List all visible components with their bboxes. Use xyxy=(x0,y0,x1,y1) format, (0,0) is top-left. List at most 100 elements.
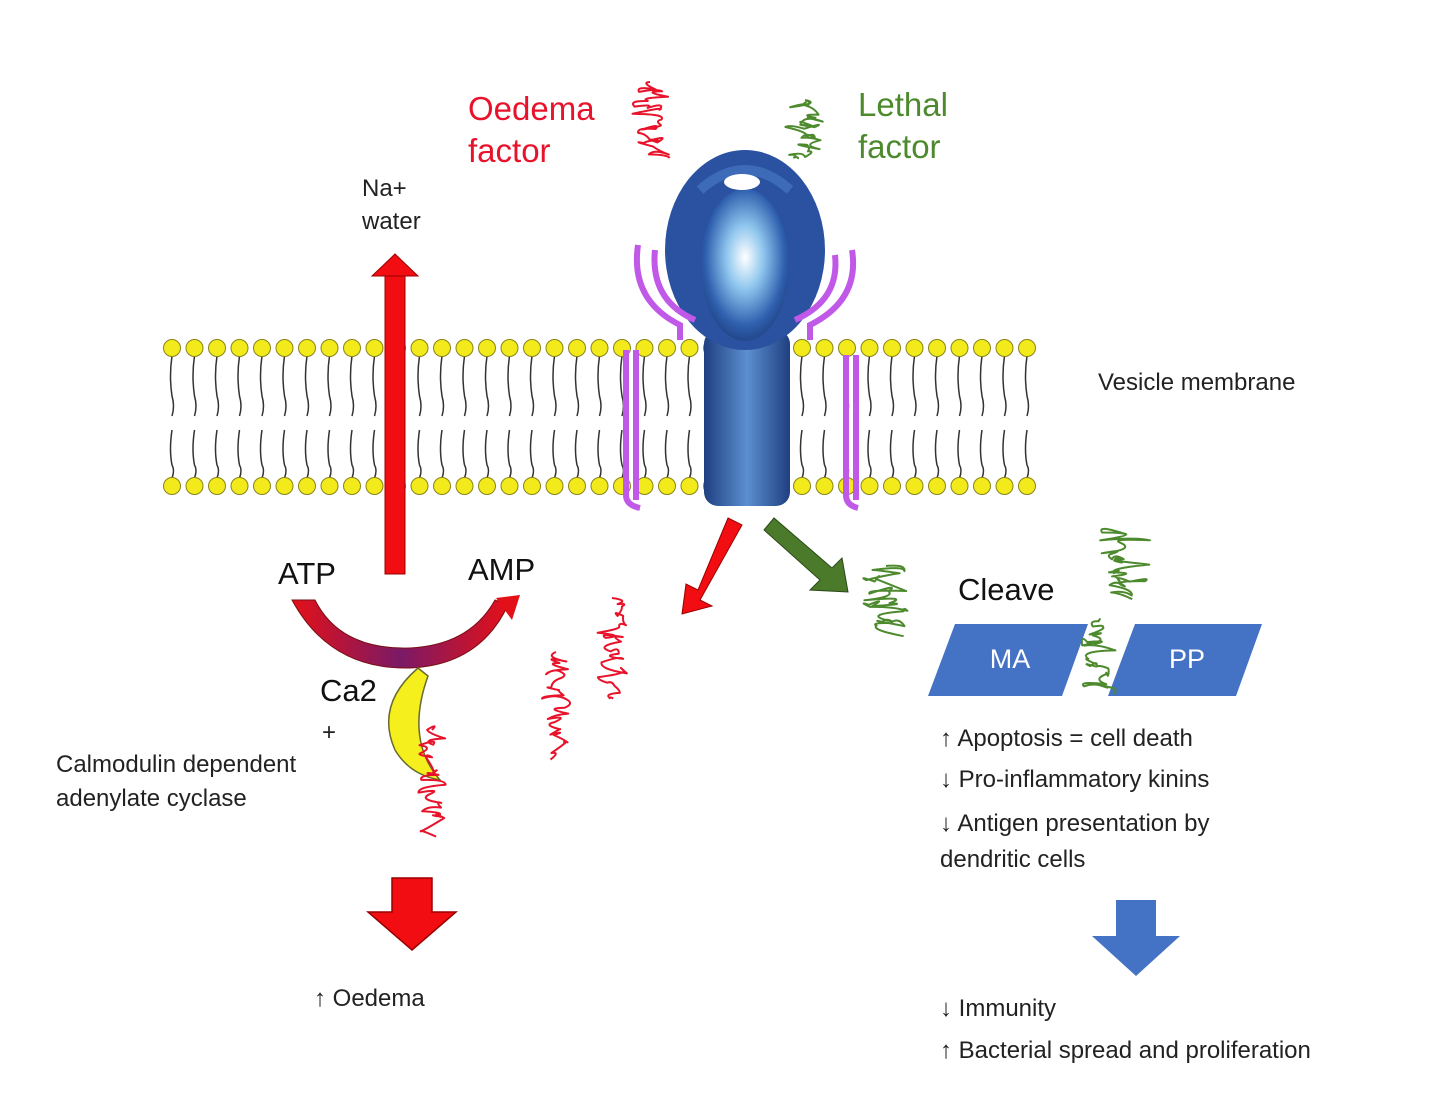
lipid-tail-upper xyxy=(957,355,962,417)
effect-apoptosis: ↑ Apoptosis = cell death xyxy=(940,725,1193,752)
lipid-head-inner xyxy=(658,477,676,495)
lipid-head-outer xyxy=(680,339,699,357)
lipid-tail-upper xyxy=(552,355,557,417)
lipid-head-outer xyxy=(635,339,654,357)
oedema-factor-chain xyxy=(631,81,671,159)
receptor-right-stalk-a xyxy=(843,355,859,511)
lipid-head-inner xyxy=(478,477,496,495)
lipid-tail-lower xyxy=(1024,429,1030,479)
effect-antigen-presentation: ↓ Antigen presentation by dendritic cell… xyxy=(940,810,1210,873)
atp-to-amp-conversion-arrow xyxy=(291,595,520,669)
lipid-head-outer xyxy=(208,339,226,357)
immunity-outcome-arrow xyxy=(1092,900,1180,976)
lipid-tail-lower xyxy=(799,429,805,479)
plus-label: + xyxy=(322,719,337,746)
receptor-right-outer xyxy=(807,249,857,340)
lipid-head-inner xyxy=(905,477,924,495)
toxin-protein-chains xyxy=(417,81,1151,838)
lipid-tail-lower xyxy=(529,429,535,479)
lipid-tail-lower xyxy=(372,429,377,479)
pore-cap-core xyxy=(701,189,789,341)
lipid-tail-upper xyxy=(304,355,310,417)
lipid-head-outer xyxy=(545,339,564,357)
lipid-tail-upper xyxy=(1002,355,1007,417)
lipid-tail-lower xyxy=(642,429,647,479)
lipid-head-outer xyxy=(343,339,361,357)
lipid-tail-lower xyxy=(462,429,467,479)
lipid-head-outer xyxy=(568,339,586,357)
lipid-head-inner xyxy=(523,477,541,495)
na-water-label: Na+ water xyxy=(362,175,421,235)
lipid-head-inner xyxy=(230,477,249,495)
vesicle-membrane-bilayer xyxy=(163,339,1036,495)
receptor-right-inner xyxy=(793,254,839,323)
lipid-tail-upper xyxy=(417,355,422,417)
lipid-head-outer xyxy=(905,339,924,357)
lipid-head-outer xyxy=(523,339,541,357)
lipid-head-outer xyxy=(298,339,316,357)
lethal-factor-chain-released xyxy=(862,564,909,638)
lipid-tail-upper xyxy=(867,355,872,417)
lipid-head-outer xyxy=(995,339,1014,357)
lipid-head-outer xyxy=(320,339,339,357)
lipid-tail-lower xyxy=(664,429,670,479)
lipid-tail-upper xyxy=(214,355,220,417)
lipid-head-outer xyxy=(163,339,181,357)
lipid-head-inner xyxy=(1018,477,1036,495)
lipid-tail-lower xyxy=(867,429,872,479)
lipid-tail-lower xyxy=(979,429,985,479)
lipid-head-inner xyxy=(320,477,339,495)
lipid-tail-lower xyxy=(912,429,917,479)
calmodulin-adenylate-cyclase-shape xyxy=(387,667,442,782)
lipid-head-inner xyxy=(973,477,991,495)
lipid-tail-lower xyxy=(237,429,242,479)
pp-segment-block xyxy=(1108,624,1262,696)
oedema-factor-release-arrow xyxy=(681,517,743,615)
lipid-head-inner xyxy=(410,477,429,495)
lipid-tail-upper xyxy=(192,355,197,417)
lipid-head-inner xyxy=(568,477,586,495)
lipid-tail-lower xyxy=(417,429,422,479)
lipid-tail-upper xyxy=(822,355,827,417)
vesicle-membrane-label: Vesicle membrane xyxy=(1098,369,1296,396)
lipid-tail-upper xyxy=(889,355,895,417)
lipid-head-outer xyxy=(590,339,609,357)
lipid-tail-upper xyxy=(282,355,287,417)
lipid-head-inner xyxy=(500,477,519,495)
lethal-factor-chain-between-segments xyxy=(1080,618,1117,695)
lipid-tail-lower xyxy=(1002,429,1007,479)
lipid-tail-lower xyxy=(957,429,962,479)
calmodulin-label: Calmodulin dependent adenylate cyclase xyxy=(56,751,297,812)
lipid-head-inner xyxy=(208,477,226,495)
lipid-tail-lower xyxy=(259,429,265,479)
lipid-tail-lower xyxy=(169,429,175,479)
lipid-tail-upper xyxy=(439,355,445,417)
lipid-tail-lower xyxy=(597,429,602,479)
lethal-factor-label: Lethal factor xyxy=(858,86,948,165)
effect-kinins: ↓ Pro-inflammatory kinins xyxy=(940,766,1210,793)
lipid-head-outer xyxy=(658,339,676,357)
lipid-head-inner xyxy=(860,477,879,495)
lipid-tail-upper xyxy=(349,355,355,417)
lipid-tail-upper xyxy=(799,355,805,417)
lipid-tail-upper xyxy=(327,355,332,417)
lethal-factor-release-arrow xyxy=(763,517,849,593)
lipid-head-outer xyxy=(815,339,834,357)
lipid-tail-upper xyxy=(912,355,917,417)
lipid-head-inner xyxy=(950,477,969,495)
lipid-head-inner xyxy=(590,477,609,495)
lipid-head-outer xyxy=(433,339,451,357)
lipid-head-inner xyxy=(928,477,946,495)
lipid-head-outer xyxy=(253,339,271,357)
lipid-head-outer xyxy=(478,339,496,357)
ma-segment-block xyxy=(928,624,1088,696)
lipid-tail-lower xyxy=(889,429,895,479)
lipid-head-outer xyxy=(410,339,429,357)
lipid-tail-upper xyxy=(664,355,670,417)
lipid-tail-lower xyxy=(687,429,692,479)
lipid-tail-upper xyxy=(169,355,175,417)
oedema-outcome-arrow xyxy=(365,877,459,951)
lipid-head-outer xyxy=(928,339,946,357)
na-water-efflux-arrow xyxy=(370,253,420,575)
lipid-tail-lower xyxy=(934,429,940,479)
